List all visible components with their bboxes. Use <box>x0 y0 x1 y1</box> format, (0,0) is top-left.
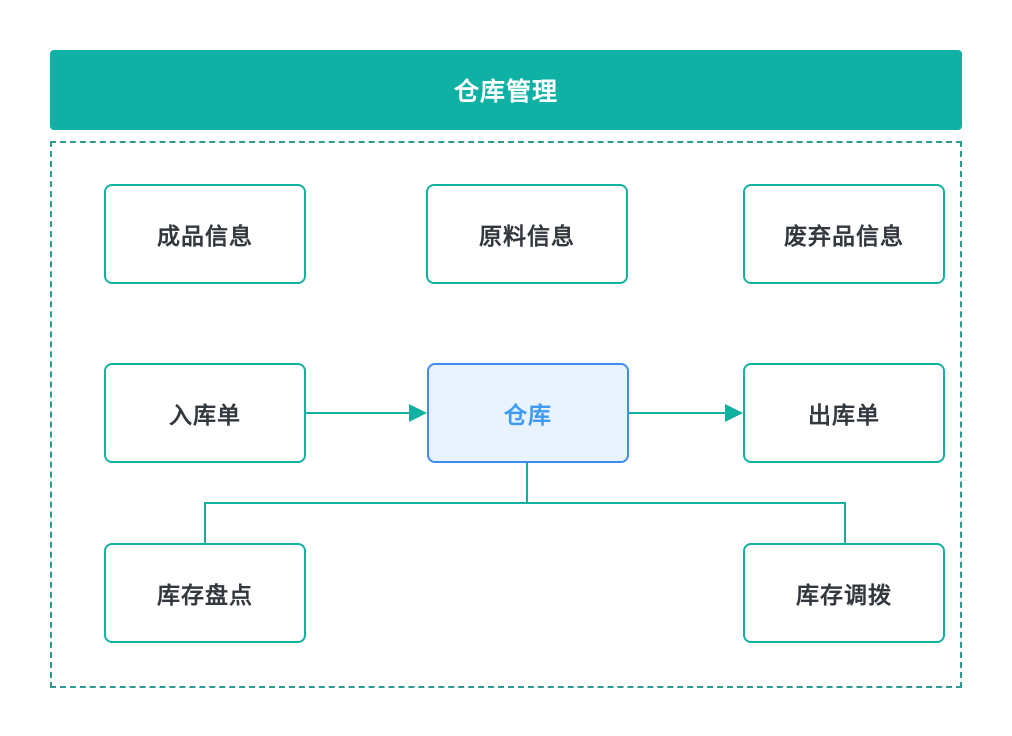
node-outbound-order[interactable]: 出库单 <box>743 363 945 463</box>
node-label: 出库单 <box>808 402 880 428</box>
node-label: 入库单 <box>169 402 241 428</box>
connector-warehouse-to-outbound <box>629 412 727 414</box>
connector-inbound-to-warehouse <box>306 412 411 414</box>
connector-drop-stock-count <box>204 502 206 544</box>
node-label: 库存调拨 <box>796 582 892 608</box>
page-title: 仓库管理 <box>453 78 558 106</box>
node-warehouse[interactable]: 仓库 <box>427 363 629 463</box>
node-raw-materials[interactable]: 原料信息 <box>426 184 628 284</box>
node-label: 原料信息 <box>479 223 575 249</box>
node-label: 成品信息 <box>157 223 253 249</box>
node-waste-goods[interactable]: 废弃品信息 <box>743 184 945 284</box>
connector-drop-stock-transfer <box>844 502 846 544</box>
node-finished-goods[interactable]: 成品信息 <box>104 184 306 284</box>
node-stock-transfer[interactable]: 库存调拨 <box>743 543 945 643</box>
diagram-title-banner: 仓库管理 <box>50 50 962 130</box>
node-label: 仓库 <box>504 402 552 428</box>
arrow-right-icon <box>409 404 427 422</box>
connector-branch-bar <box>204 502 846 504</box>
arrow-right-icon <box>725 404 743 422</box>
node-label: 废弃品信息 <box>784 223 904 249</box>
connector-warehouse-stem <box>526 463 528 504</box>
node-inbound-order[interactable]: 入库单 <box>104 363 306 463</box>
node-label: 库存盘点 <box>157 582 253 608</box>
node-stock-count[interactable]: 库存盘点 <box>104 543 306 643</box>
group-dashed-frame <box>50 141 962 688</box>
